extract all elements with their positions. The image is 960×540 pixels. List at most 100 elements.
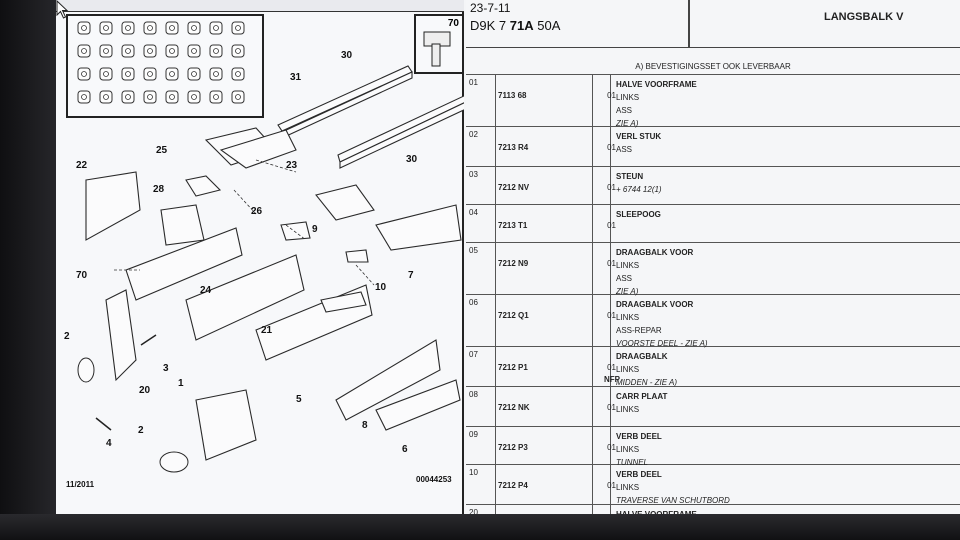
clip-part xyxy=(99,90,113,104)
part-callout[interactable]: 2 xyxy=(138,425,144,436)
part-callout[interactable]: 26 xyxy=(251,206,263,217)
part-callout[interactable]: 6 xyxy=(402,444,408,455)
description-line: LINKS xyxy=(616,93,640,102)
row-number: 01 xyxy=(469,78,478,87)
header-divider xyxy=(688,0,690,48)
description-line: LINKS xyxy=(616,313,640,322)
clip-part xyxy=(99,44,113,58)
clip-part xyxy=(165,67,179,81)
row-number: 07 xyxy=(469,350,478,359)
clip-part xyxy=(187,44,201,58)
part-callout[interactable]: 8 xyxy=(362,420,368,431)
structural-part xyxy=(185,175,222,197)
part-callout[interactable]: 4 xyxy=(106,438,112,449)
diagram-code: 00044253 xyxy=(416,475,452,484)
clip-part xyxy=(231,67,245,81)
part-description: STEUN+ 6744 12(1) xyxy=(616,170,662,196)
clip-part xyxy=(121,21,135,35)
part-callout[interactable]: 9 xyxy=(312,224,318,235)
quantity: 01 xyxy=(607,403,616,412)
part-callout[interactable]: 70 xyxy=(76,270,88,281)
part-callout[interactable]: 3 xyxy=(163,363,169,374)
description-line: HALVE VOORFRAME xyxy=(616,80,697,89)
description-line: LINKS xyxy=(616,483,640,492)
clip-part xyxy=(165,44,179,58)
rail-part xyxy=(281,71,413,139)
part-reference: 7212 P3 xyxy=(498,443,528,452)
parts-list-panel: 23-7-11 D9K 7 71A 50A LANGSBALK V A) BEV… xyxy=(466,0,960,516)
monitor-bezel-left xyxy=(0,0,56,540)
part-callout[interactable]: 31 xyxy=(290,72,302,83)
clip-part xyxy=(231,90,245,104)
clip-part xyxy=(169,94,175,100)
row-number: 02 xyxy=(469,130,478,139)
structural-part xyxy=(77,357,95,383)
part-callout[interactable]: 23 xyxy=(286,160,298,171)
part-callout[interactable]: 30 xyxy=(341,50,353,61)
structural-part xyxy=(345,249,369,263)
mouse-pointer-icon xyxy=(56,0,69,19)
clip-part xyxy=(77,67,91,81)
part-callout[interactable]: 1 xyxy=(178,378,184,389)
part-description: SLEEPOOG xyxy=(616,208,661,221)
clip-part xyxy=(209,21,223,35)
clip-part xyxy=(209,90,223,104)
quantity: 01 xyxy=(607,311,616,320)
part-callout[interactable]: 20 xyxy=(139,385,151,396)
clip-part xyxy=(99,21,113,35)
part-callout[interactable]: 22 xyxy=(76,160,88,171)
description-line: TRAVERSE VAN SCHUTBORD xyxy=(616,496,730,505)
part-callout[interactable]: 30 xyxy=(406,154,418,165)
part-callout[interactable]: 5 xyxy=(296,394,302,405)
part-callout[interactable]: 28 xyxy=(153,184,165,195)
structural-part xyxy=(280,221,311,241)
screw-part xyxy=(95,417,112,431)
header-reference: D9K 7 71A 50A xyxy=(470,18,560,33)
part-callout[interactable]: 21 xyxy=(261,325,273,336)
diagram-date: 11/2011 xyxy=(66,480,95,489)
ref-part-a: D9K 7 xyxy=(470,18,507,33)
clip-part xyxy=(187,67,201,81)
clip-part xyxy=(81,71,87,77)
fastener-clips-inset[interactable] xyxy=(66,14,264,118)
clip-part xyxy=(235,94,241,100)
clip-part xyxy=(169,71,175,77)
quantity: 01 xyxy=(607,221,616,230)
part-callout[interactable]: 25 xyxy=(156,145,168,156)
part-callout[interactable]: 24 xyxy=(200,285,212,296)
header-title: LANGSBALK V xyxy=(824,11,904,23)
structural-part xyxy=(185,254,305,341)
clip-part xyxy=(143,44,157,58)
clip-part xyxy=(191,48,197,54)
part-reference: 7213 T1 xyxy=(498,221,528,230)
structural-part xyxy=(320,291,367,313)
rail-part xyxy=(337,95,464,163)
clip-part xyxy=(231,44,245,58)
description-line: ZIE A) xyxy=(616,119,639,128)
part-callout[interactable]: 2 xyxy=(64,331,70,342)
bolt-icon xyxy=(431,43,441,67)
part-callout[interactable]: 7 xyxy=(408,270,414,281)
clip-part xyxy=(235,48,241,54)
clip-part xyxy=(209,44,223,58)
clip-part xyxy=(121,44,135,58)
quantity: 01 xyxy=(607,363,616,372)
part-callout[interactable]: 10 xyxy=(375,282,387,293)
description-line: ZIE A) xyxy=(616,287,639,296)
description-line: VERL STUK xyxy=(616,132,662,141)
